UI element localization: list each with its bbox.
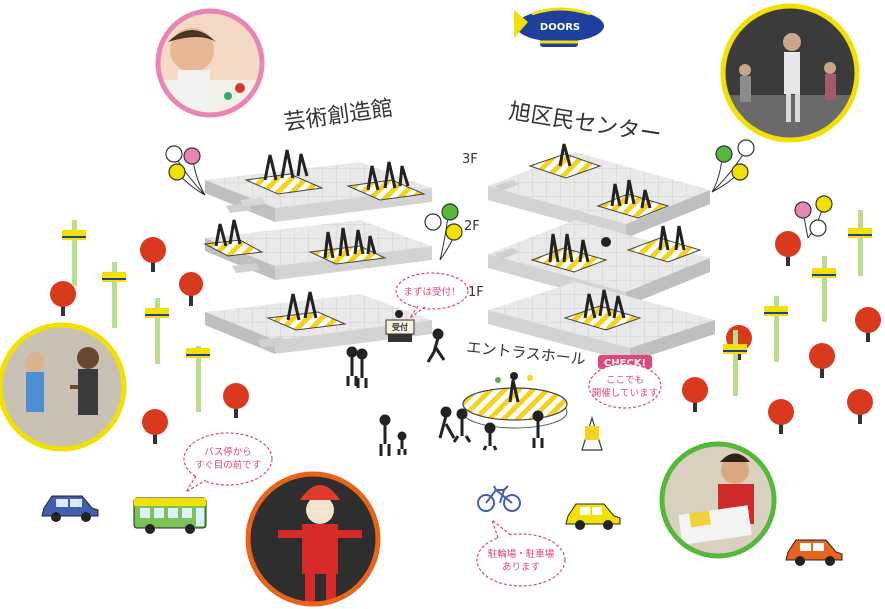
people-group-left <box>346 328 446 456</box>
check-bubble-line2: 開催しています <box>592 387 658 399</box>
balloons-far-right <box>794 195 833 239</box>
reception-bubble-text: まずは受付！ <box>403 286 460 298</box>
lamp-icon <box>62 220 86 286</box>
reception-sign: 受付 <box>385 310 415 342</box>
parking-bubble-line1: 駐輪場・駐車場 <box>488 548 555 560</box>
lamp-icon <box>764 296 788 362</box>
floor-label-1f: 1F <box>468 285 484 300</box>
people-group-hall <box>438 406 544 451</box>
right-floor-1f <box>488 282 715 362</box>
building-name-art-center: 芸術創造館 <box>282 96 394 136</box>
blimp-doors: DOORS <box>514 7 604 47</box>
trees <box>50 231 881 444</box>
parking-bubble-line2: あります <box>502 562 540 573</box>
building-name-civic-center: 旭区民センター <box>507 99 663 148</box>
blimp-label: DOORS <box>540 22 580 33</box>
photo-children-drawing <box>659 441 777 559</box>
floor-label-3f: 3F <box>462 152 478 167</box>
left-floor-2f <box>203 219 432 280</box>
balloons-left <box>165 145 206 196</box>
bicycle-icon <box>477 485 521 512</box>
tree-icon <box>726 325 752 360</box>
street-lamps <box>62 210 872 412</box>
photo-clown-performance <box>245 471 381 607</box>
car-yellow-icon <box>565 503 621 530</box>
left-floor-3f <box>205 149 432 222</box>
lamp-icon <box>145 298 169 364</box>
tree-icon <box>50 281 76 316</box>
lamp-icon <box>102 262 126 328</box>
car-orange-icon <box>785 539 843 566</box>
parking-bubble: 駐輪場・駐車場 あります <box>476 518 566 587</box>
reception-bubble: まずは受付！ <box>395 272 469 319</box>
tree-icon <box>809 343 835 378</box>
photo-dance-rehearsal <box>720 3 860 143</box>
lamp-icon <box>186 346 210 412</box>
bus-bubble-line2: すぐ目の前です <box>195 459 262 471</box>
check-bubble-line1: ここでも <box>606 375 644 386</box>
balloons-right <box>711 139 755 193</box>
tree-icon <box>775 231 801 266</box>
photo-dance-workshop <box>0 322 127 452</box>
reception-sign-text: 受付 <box>392 322 408 332</box>
right-floor-2f <box>488 220 710 306</box>
tree-icon <box>223 383 249 418</box>
lamp-icon <box>812 256 836 322</box>
tree-icon <box>179 272 203 306</box>
tree-icon <box>142 409 168 444</box>
floor-label-2f: 2F <box>464 219 480 234</box>
tree-icon <box>768 399 794 434</box>
bus-icon <box>133 497 207 534</box>
lamp-icon <box>723 330 747 396</box>
entrance-hall-stage <box>462 372 568 429</box>
car-blue-icon <box>41 495 99 522</box>
bus-bubble-line1: バス停から <box>204 446 252 458</box>
tree-icon <box>855 307 881 342</box>
check-tag: CHECK! <box>604 358 646 369</box>
tree-icon <box>682 377 708 412</box>
lamp-icon <box>848 210 872 276</box>
tree-icon <box>847 389 873 424</box>
right-floor-3f <box>488 143 710 238</box>
tree-icon <box>140 237 166 272</box>
a-frame-sign <box>581 415 603 451</box>
check-bubble: CHECK! ここでも 開催しています <box>588 355 662 409</box>
bus-stop-bubble: バス停から すぐ目の前です <box>183 432 273 493</box>
balloons-middle <box>424 203 463 261</box>
photo-child-crafting <box>155 8 265 118</box>
